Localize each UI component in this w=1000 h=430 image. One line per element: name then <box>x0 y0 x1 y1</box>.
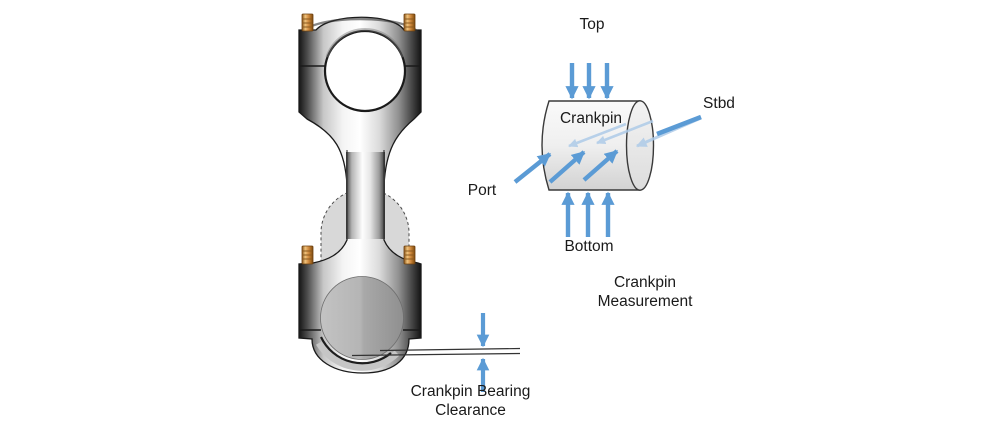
top-measurement-arrows <box>565 63 614 100</box>
clearance-dimension-lines <box>351 347 521 357</box>
port-label: Port <box>467 182 497 199</box>
stbd-label: Stbd <box>703 95 735 112</box>
port-measurement-arrows <box>513 149 619 184</box>
crankpin-direction-diagram <box>513 63 702 237</box>
connecting-rod-diagram <box>298 13 521 392</box>
crankpin-bearing-shell <box>315 336 400 371</box>
rod-studs <box>301 13 416 265</box>
rod-top-end-hole <box>323 29 407 113</box>
top-label: Top <box>579 16 605 33</box>
bottom-measurement-arrows <box>561 191 615 237</box>
rod-shank <box>346 150 385 240</box>
crankpin-part-label: Crankpin <box>559 110 623 127</box>
rod-top-end-hole-shadow <box>325 27 405 58</box>
stbd-measurement-arrow <box>656 114 702 137</box>
bottom-label: Bottom <box>564 238 614 255</box>
rod-split-lines <box>299 65 421 331</box>
diagram-caption: Crankpin Measurement <box>597 274 693 310</box>
clearance-label: Crankpin Bearing Clearance <box>410 383 531 419</box>
crankpin-circle <box>320 276 404 360</box>
